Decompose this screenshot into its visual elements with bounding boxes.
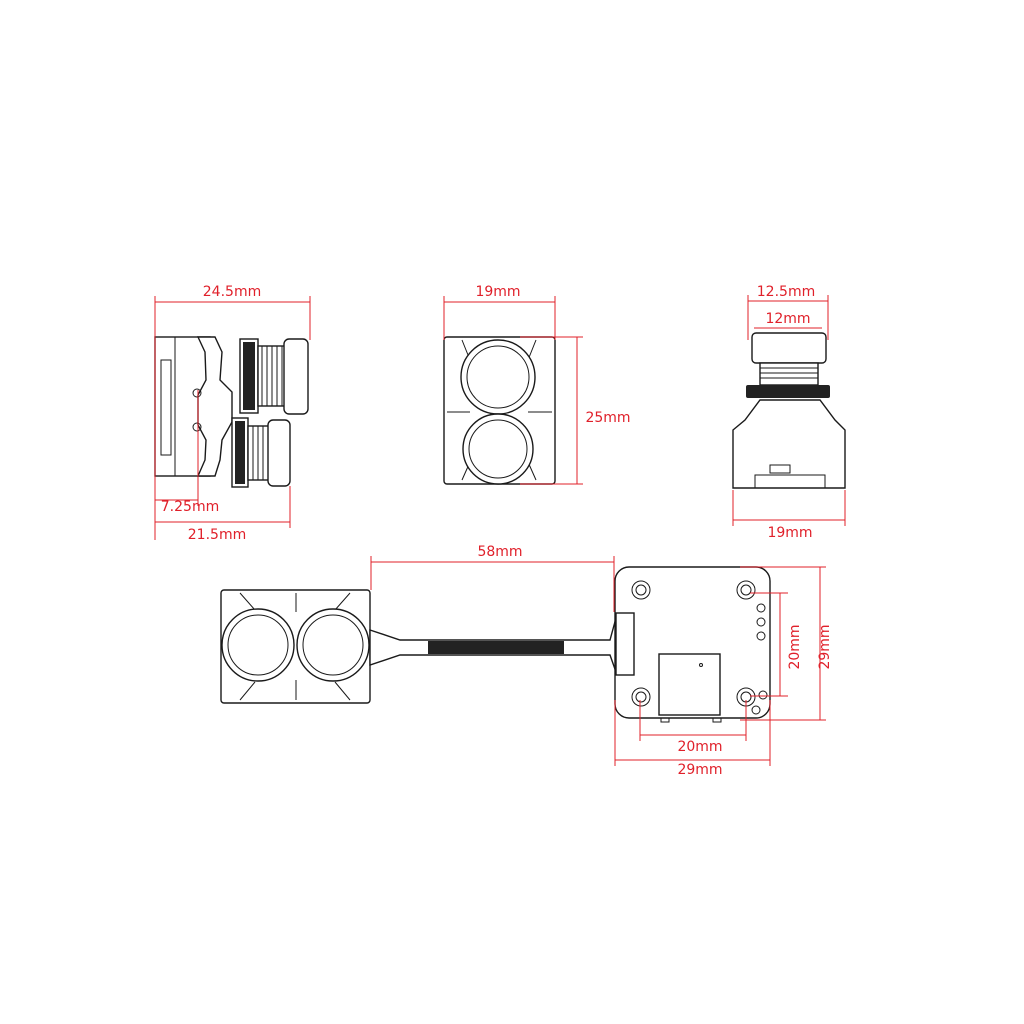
assembly-lens-right <box>296 608 370 682</box>
dim-lens-inner: 12mm <box>765 311 810 327</box>
upper-lens-cap <box>283 338 309 415</box>
top-lens-thread <box>759 362 819 386</box>
front-view: 19mm 25mm <box>443 284 631 485</box>
pcb-chip <box>658 653 721 716</box>
lower-lens-thread <box>247 425 271 481</box>
dim-front-width: 19mm <box>475 284 520 300</box>
dim-hole-spacing-v: 20mm <box>787 624 803 669</box>
dim-body-length: 21.5mm <box>188 527 246 543</box>
pcb-connector <box>615 612 635 676</box>
dim-hole-spacing-h: 20mm <box>677 739 722 755</box>
dim-front-height: 25mm <box>585 410 630 426</box>
dim-top-width: 19mm <box>767 525 812 541</box>
pcb <box>614 566 771 719</box>
dim-pcb-size-h: 29mm <box>677 762 722 778</box>
side-bracket <box>196 336 233 477</box>
top-lens-ring <box>746 385 830 398</box>
dim-lens-outer: 12.5mm <box>757 284 815 300</box>
dim-pcb-size-v: 29mm <box>817 624 833 669</box>
dim-mount-offset: 7.25mm <box>161 499 219 515</box>
cable-band <box>428 641 564 654</box>
dim-cable-length: 58mm <box>477 544 522 560</box>
top-lens-cap <box>751 332 827 364</box>
dim-overall-length: 24.5mm <box>203 284 261 300</box>
lower-lens-cap <box>267 419 291 487</box>
side-view: 24.5mm 7.25mm 21.5mm <box>154 284 311 543</box>
front-lower-lens <box>462 413 534 485</box>
assembly-view: 58mm 20mm 29mm 20mm 29mm <box>220 544 833 778</box>
top-view: 12.5mm 12mm 19mm <box>732 284 846 541</box>
front-upper-lens <box>460 339 536 415</box>
assembly-lens-left <box>221 608 295 682</box>
